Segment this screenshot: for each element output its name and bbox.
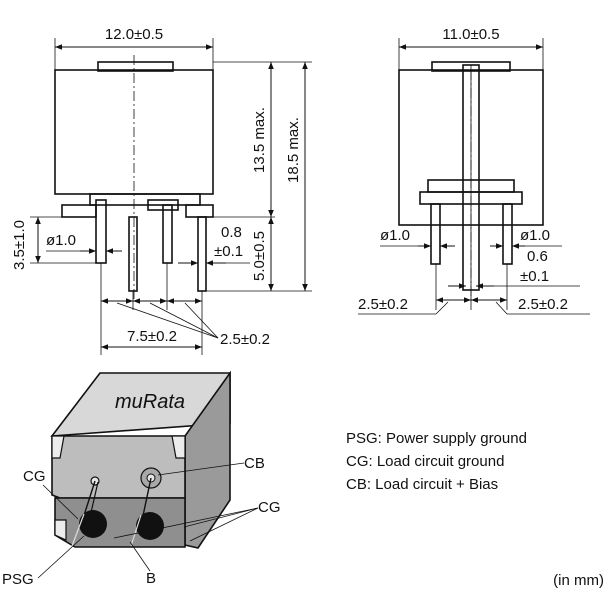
pin-psg [79, 510, 107, 538]
front-base [89, 193, 201, 206]
label-psg: PSG [2, 571, 34, 588]
isometric-view: muRata CG CB CG PSG B [2, 370, 281, 588]
front-body-height-label: 13.5 max. [251, 107, 268, 173]
side-pin-right [502, 203, 513, 265]
side-pin-diameter-right-label: ø1.0 [520, 227, 550, 244]
front-pin-pitch-label: 2.5±0.2 [220, 331, 270, 348]
front-pin-width-label-b: ±0.1 [214, 243, 243, 260]
front-pin-width-label-a: 0.8 [221, 224, 242, 241]
side-pitch-left-label: 2.5±0.2 [358, 296, 408, 313]
front-total-height-label: 18.5 max. [285, 117, 302, 183]
legend-item-cg: CG: Load circuit ground [346, 453, 504, 470]
pin-b [136, 512, 164, 540]
label-cg-right: CG [258, 499, 281, 516]
brand-logo: muRata [115, 391, 185, 413]
unit-note: (in mm) [553, 572, 604, 589]
side-view: 11.0±0.5 ø1.0 ø1.0 0.6 ±0.1 [358, 26, 590, 315]
side-pin-width-label-a: 0.6 [527, 248, 548, 265]
front-pin-3 [162, 204, 173, 264]
front-pin-1 [95, 199, 107, 264]
front-pin-length-label: 5.0±0.5 [251, 231, 268, 281]
front-pin-pitch-total-label: 7.5±0.2 [127, 328, 177, 345]
label-cb: CB [244, 455, 265, 472]
side-pin-width-label-b: ±0.1 [520, 268, 549, 285]
front-top-tab [97, 61, 174, 72]
front-pin-4 [197, 216, 207, 292]
legend: PSG: Power supply ground CG: Load circui… [346, 430, 527, 493]
front-pin-offset-label: 3.5±1.0 [11, 220, 28, 270]
front-pin-2 [128, 216, 138, 292]
legend-item-cb: CB: Load circuit + Bias [346, 476, 498, 493]
side-pin-diameter-left-label: ø1.0 [380, 227, 410, 244]
front-view: 12.0±0.5 13.5 max. 18.5 max. 5.0±0.5 3.5… [11, 26, 312, 355]
label-b: B [146, 570, 156, 587]
side-pin-left [430, 203, 441, 265]
side-pitch-right-label: 2.5±0.2 [518, 296, 568, 313]
legend-item-psg: PSG: Power supply ground [346, 430, 527, 447]
front-pin-diameter-label: ø1.0 [46, 232, 76, 249]
side-width-label: 11.0±0.5 [442, 26, 499, 43]
front-width-label: 12.0±0.5 [105, 26, 163, 43]
label-cg-left: CG [23, 468, 46, 485]
